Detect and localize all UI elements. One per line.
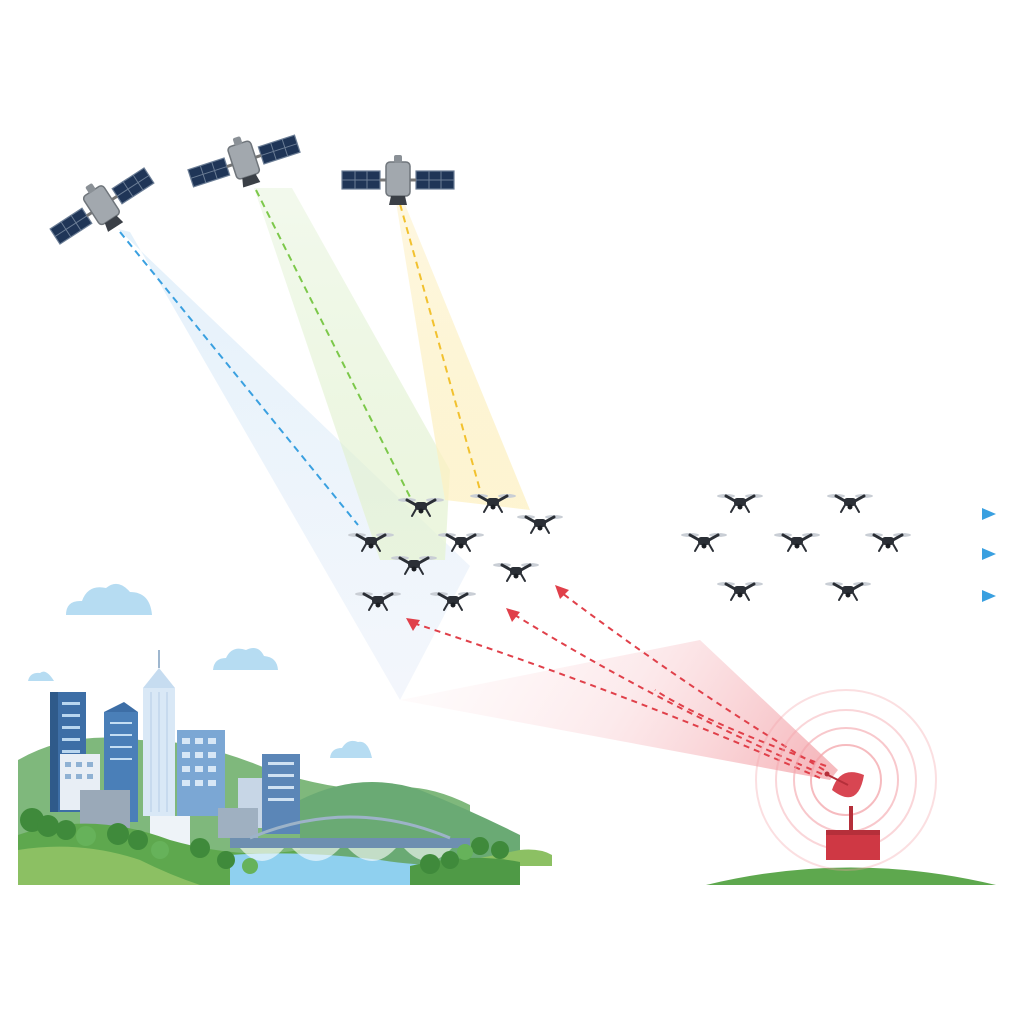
- flight-path-arrow: [440, 508, 996, 520]
- satellite-signal-line: [255, 189, 411, 498]
- cloud-icon: [213, 648, 278, 670]
- jamming-arrowhead: [406, 618, 420, 631]
- cloud-icon: [28, 671, 54, 681]
- jamming-cone: [400, 640, 838, 780]
- radar-dish-icon: [824, 771, 880, 860]
- jamming-signal-arrow: [557, 589, 825, 771]
- jamming-signal-arrow: [509, 611, 823, 775]
- cloud-icon: [330, 740, 372, 758]
- jamming-arrowhead: [555, 585, 569, 599]
- satellite-signal-line: [119, 231, 359, 526]
- jamming-signal-arrow: [654, 689, 827, 767]
- jamming-signal-arrow: [409, 621, 821, 779]
- jamming-arrowhead: [506, 608, 520, 622]
- city-skyline-icon: [18, 650, 552, 885]
- satellite-beam-yellow: [396, 202, 530, 510]
- hill: [706, 867, 996, 885]
- flight-path-arrow: [430, 548, 996, 560]
- flight-path-arrow: [470, 590, 996, 602]
- satellite-beam-blue: [118, 229, 470, 700]
- cloud-icon: [66, 583, 152, 615]
- satellite-signal-line: [399, 203, 481, 491]
- satellite-beam-green: [254, 188, 450, 560]
- ground-station: [706, 689, 996, 885]
